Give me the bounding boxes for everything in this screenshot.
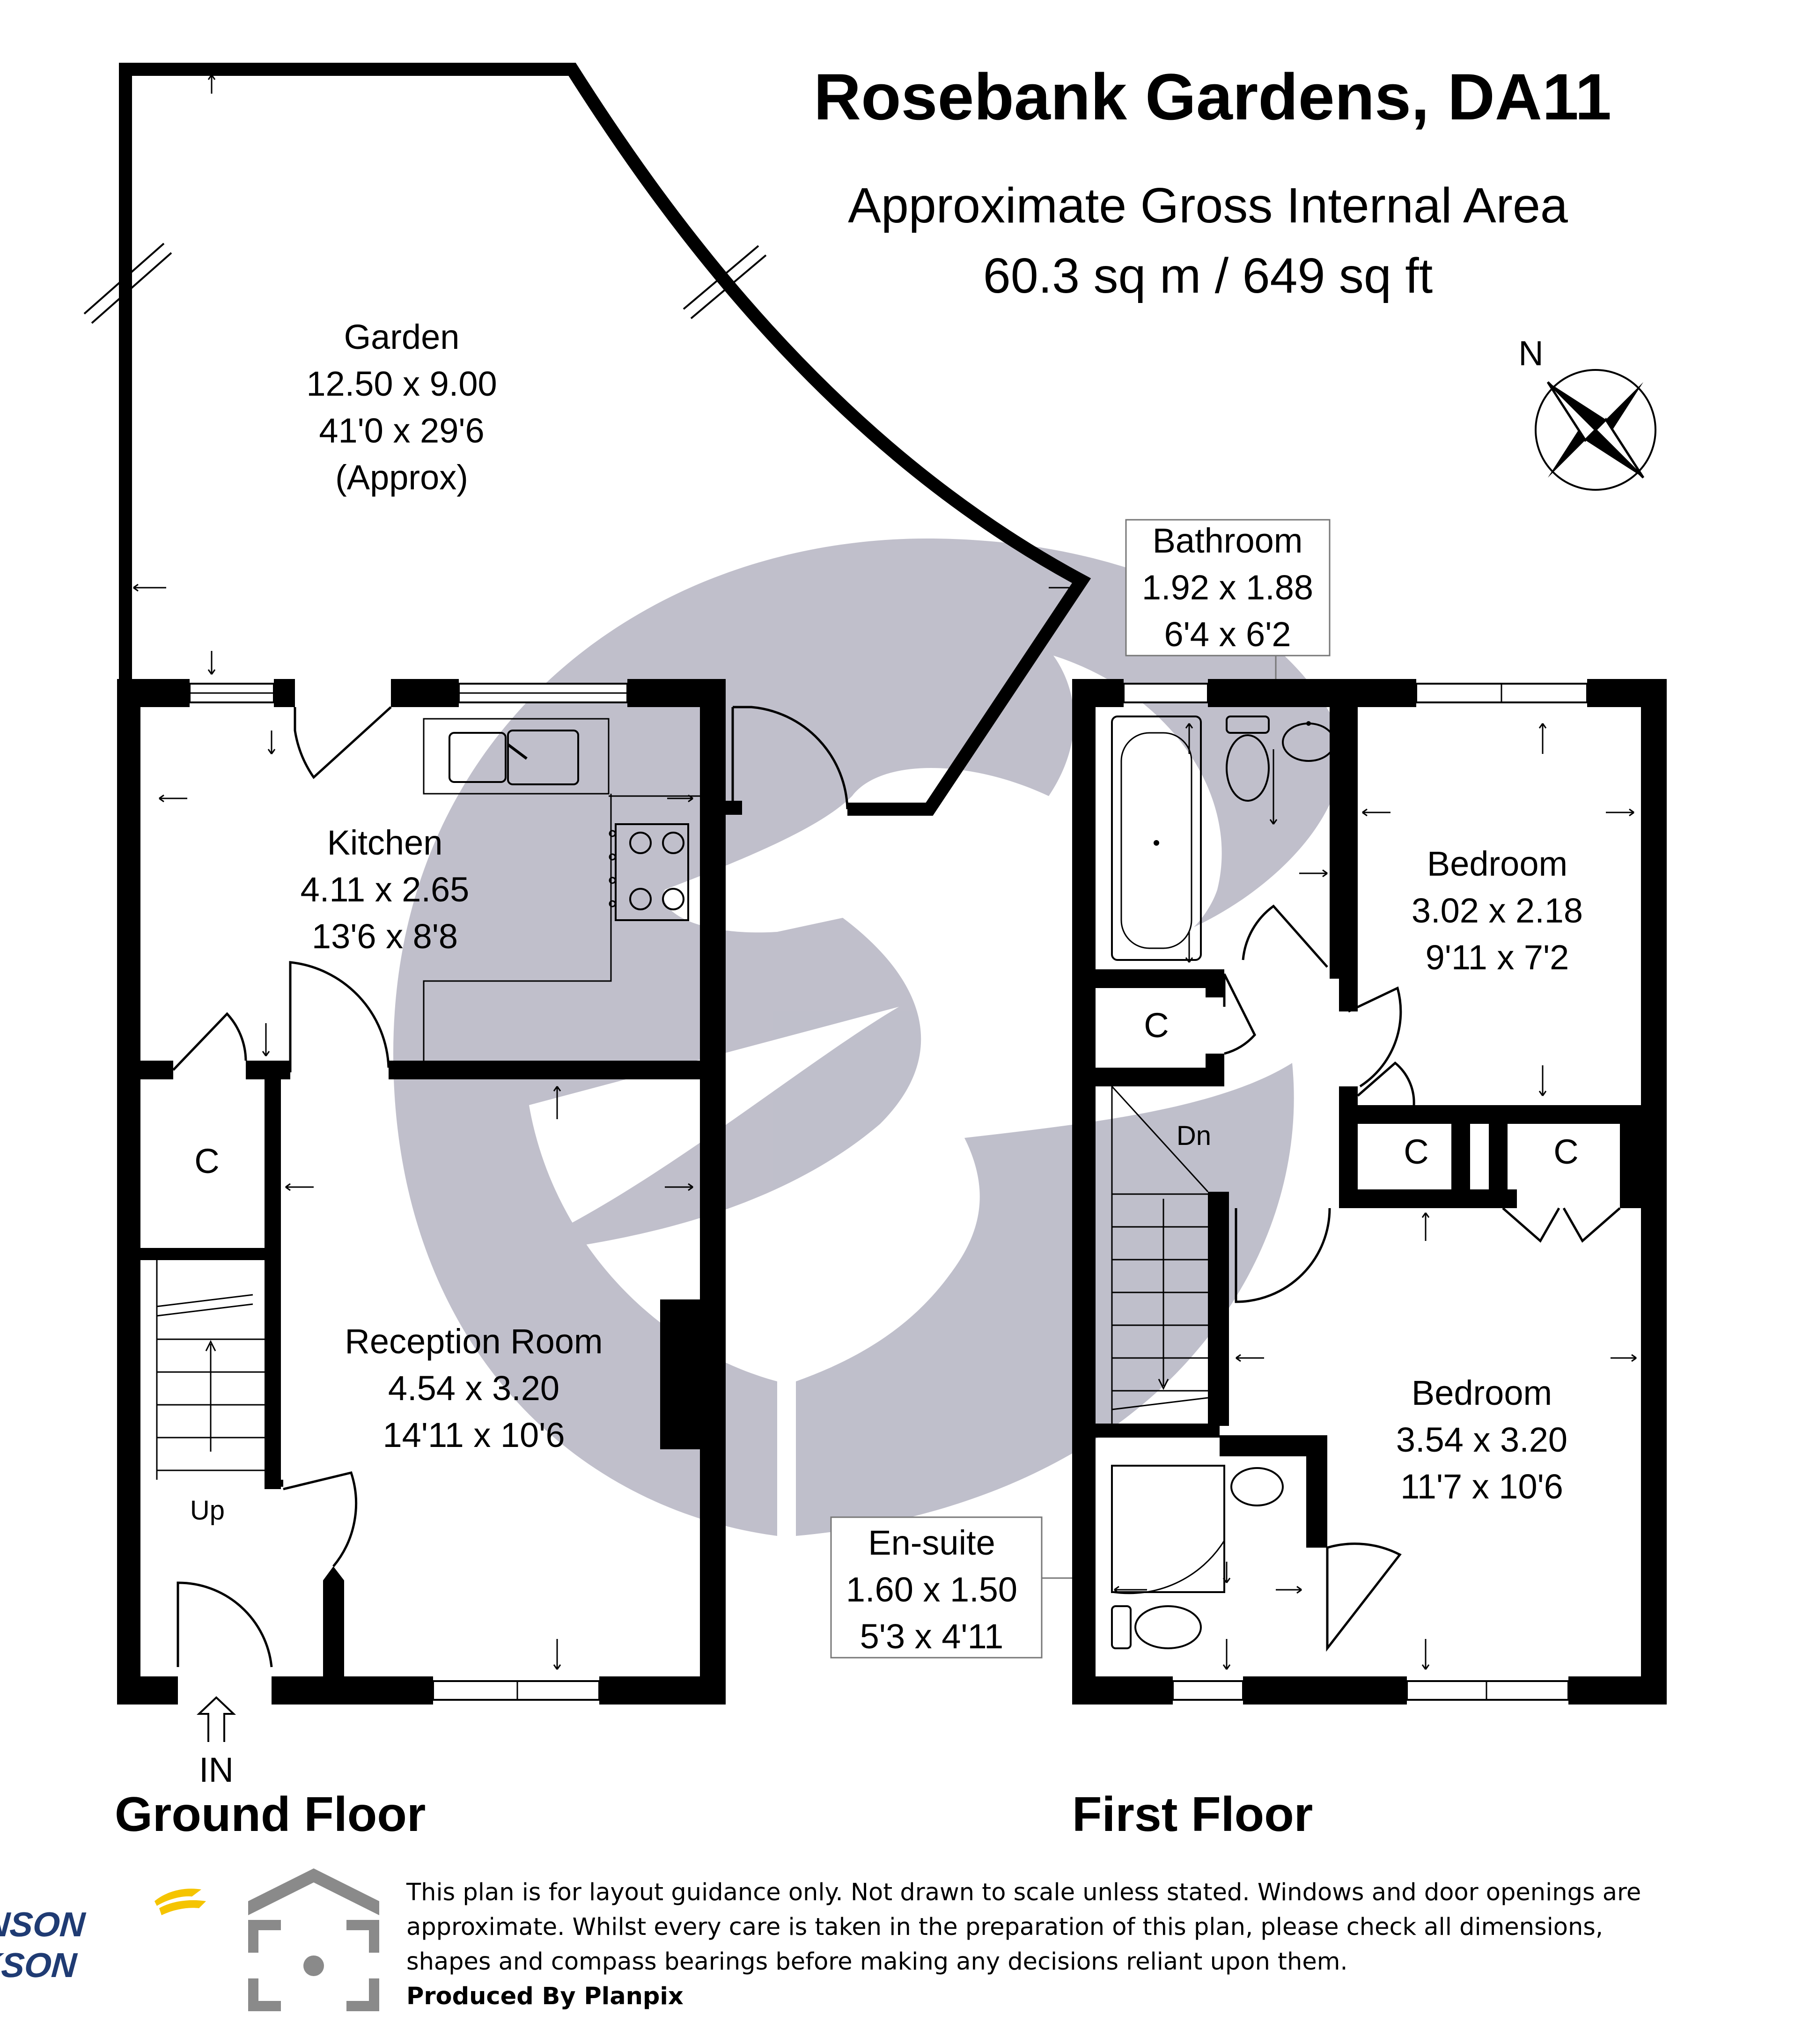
stairs-up-label: Up bbox=[190, 1495, 225, 1526]
area-value: 60.3 sq m / 649 sq ft bbox=[983, 248, 1433, 303]
reception-name: Reception Room bbox=[345, 1322, 603, 1361]
garden-note: (Approx) bbox=[335, 458, 468, 497]
bedroom1-imperial: 9'11 x 7'2 bbox=[1426, 938, 1569, 977]
ensuite-label-box bbox=[830, 1516, 1043, 1659]
first-cupboard-label-2: C bbox=[1404, 1132, 1428, 1171]
bathroom-metric: 1.92 x 1.88 bbox=[1142, 568, 1313, 607]
entrance-label: IN bbox=[199, 1750, 234, 1789]
bedroom2-imperial: 11'7 x 10'6 bbox=[1400, 1467, 1563, 1506]
bathroom-name: Bathroom bbox=[1153, 521, 1303, 560]
bedroom2-metric: 3.54 x 3.20 bbox=[1396, 1420, 1567, 1459]
logo-line-2: JACKSON bbox=[0, 1946, 79, 1985]
bedroom2-name: Bedroom bbox=[1412, 1373, 1552, 1412]
garden-boundary bbox=[119, 63, 1091, 816]
first-cupboard-label-1: C bbox=[1144, 1006, 1169, 1045]
first-floor-title: First Floor bbox=[1072, 1787, 1313, 1842]
robinson-jackson-logo: ROBINSON JACKSON bbox=[0, 1889, 206, 1985]
ground-floor-title: Ground Floor bbox=[115, 1787, 426, 1842]
kitchen-imperial: 13'6 x 8'8 bbox=[312, 917, 458, 956]
first-cupboard-label-3: C bbox=[1553, 1132, 1578, 1171]
credit-text: Produced By Planpix bbox=[406, 1983, 684, 2010]
bathroom-imperial: 6'4 x 6'2 bbox=[1164, 615, 1291, 654]
ground-floor-plan bbox=[83, 63, 1091, 1742]
disclaimer-text: This plan is for layout guidance only. N… bbox=[406, 1879, 1641, 1976]
reception-imperial: 14'11 x 10'6 bbox=[383, 1416, 565, 1454]
bedroom1-metric: 3.02 x 2.18 bbox=[1412, 891, 1583, 930]
garden-metric: 12.50 x 9.00 bbox=[306, 364, 497, 403]
first-floor-plan bbox=[830, 519, 1667, 1705]
ensuite-imperial: 5'3 x 4'11 bbox=[860, 1617, 1004, 1656]
reception-metric: 4.54 x 3.20 bbox=[388, 1369, 559, 1408]
ensuite-name: En-suite bbox=[868, 1523, 995, 1562]
area-label: Approximate Gross Internal Area bbox=[848, 178, 1568, 233]
garden-name: Garden bbox=[344, 317, 460, 356]
kitchen-name: Kitchen bbox=[327, 823, 443, 862]
disclaimer: This plan is for layout guidance only. N… bbox=[406, 1875, 1670, 2014]
planpix-logo-icon bbox=[248, 1868, 379, 2011]
ensuite-metric: 1.60 x 1.50 bbox=[846, 1570, 1017, 1609]
bedroom1-name: Bedroom bbox=[1427, 844, 1567, 883]
logo-line-1: ROBINSON bbox=[0, 1905, 87, 1944]
compass-north-label: N bbox=[1518, 334, 1543, 373]
property-title: Rosebank Gardens, DA11 bbox=[814, 60, 1611, 133]
entrance-arrow-icon bbox=[196, 1696, 236, 1742]
ground-cupboard-label: C bbox=[194, 1142, 219, 1181]
bathroom-label-box bbox=[1125, 519, 1331, 657]
watermark-logo bbox=[393, 539, 1342, 1536]
compass-rose-icon: N bbox=[1518, 334, 1656, 491]
kitchen-metric: 4.11 x 2.65 bbox=[301, 870, 470, 909]
stairs-down-label: Dn bbox=[1177, 1121, 1211, 1151]
garden-imperial: 41'0 x 29'6 bbox=[319, 411, 484, 450]
